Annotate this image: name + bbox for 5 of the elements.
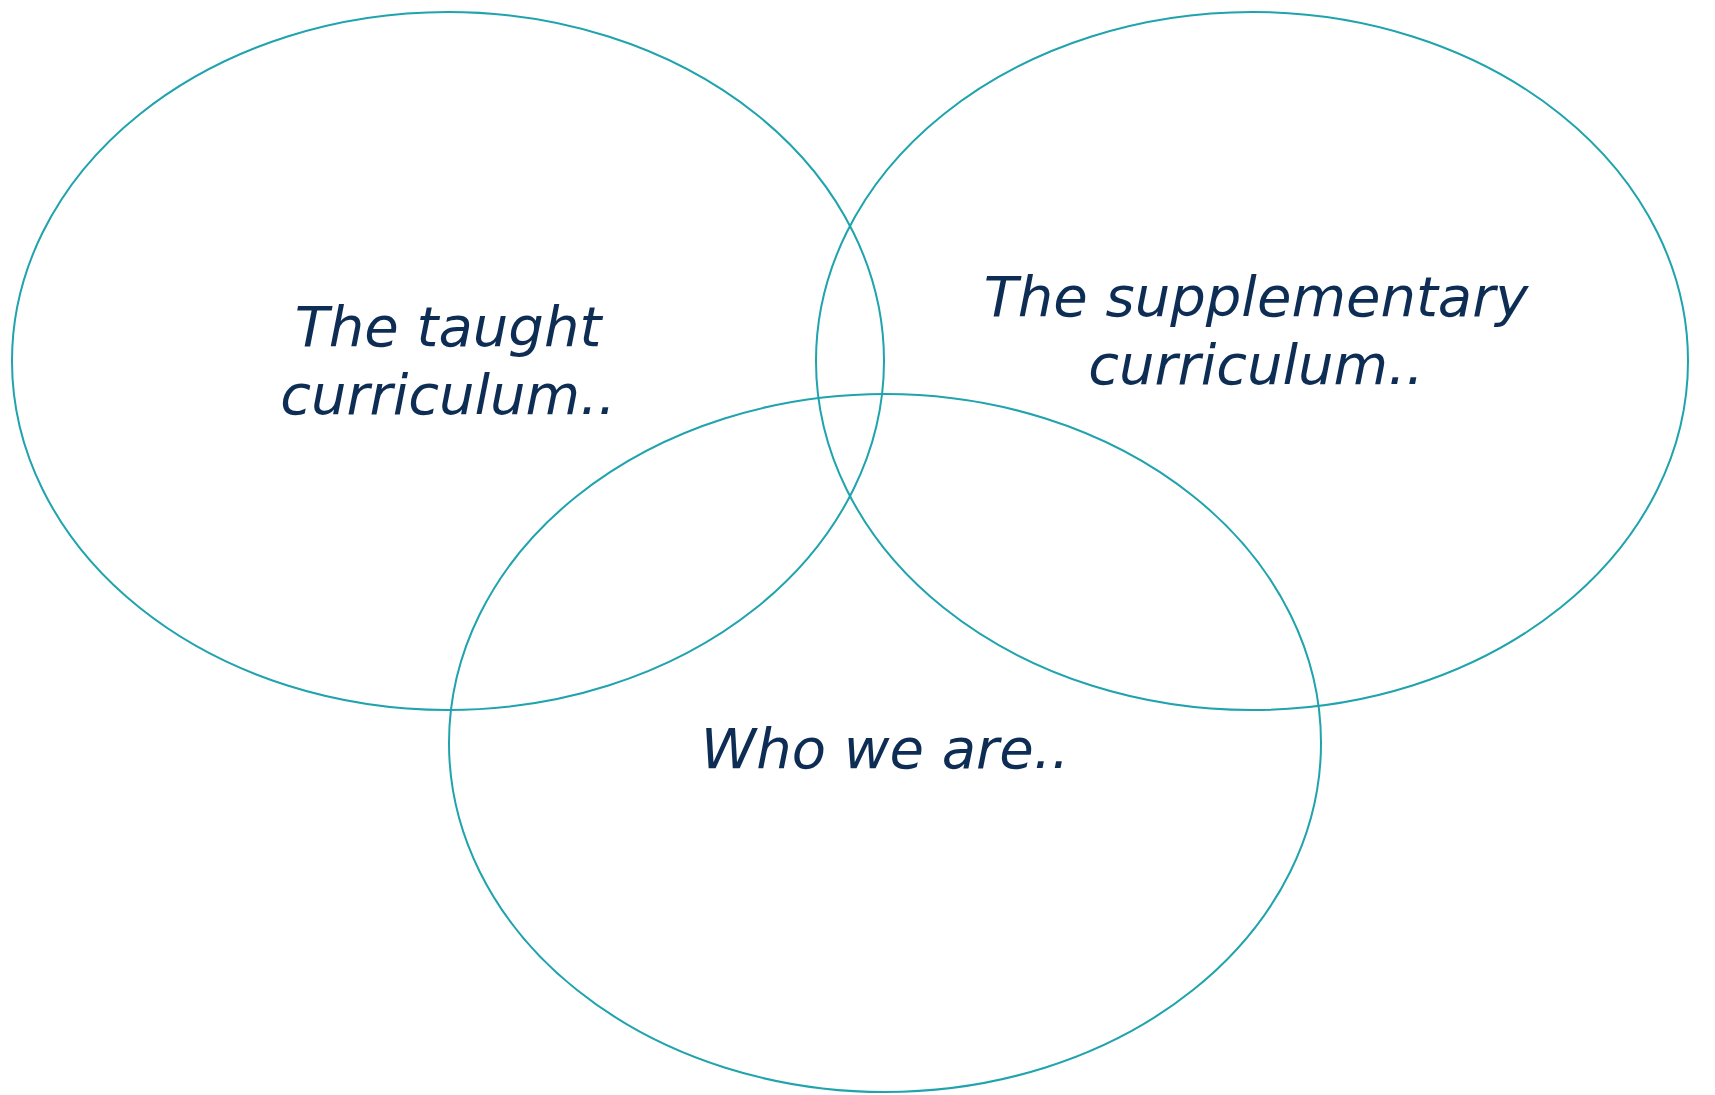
- venn-ellipse: [11, 11, 885, 711]
- set-label: Who we are..: [699, 715, 1071, 783]
- set-label: The taught curriculum..: [279, 293, 617, 429]
- venn-ellipse: [815, 11, 1689, 711]
- set-label: The supplementary curriculum..: [982, 263, 1530, 399]
